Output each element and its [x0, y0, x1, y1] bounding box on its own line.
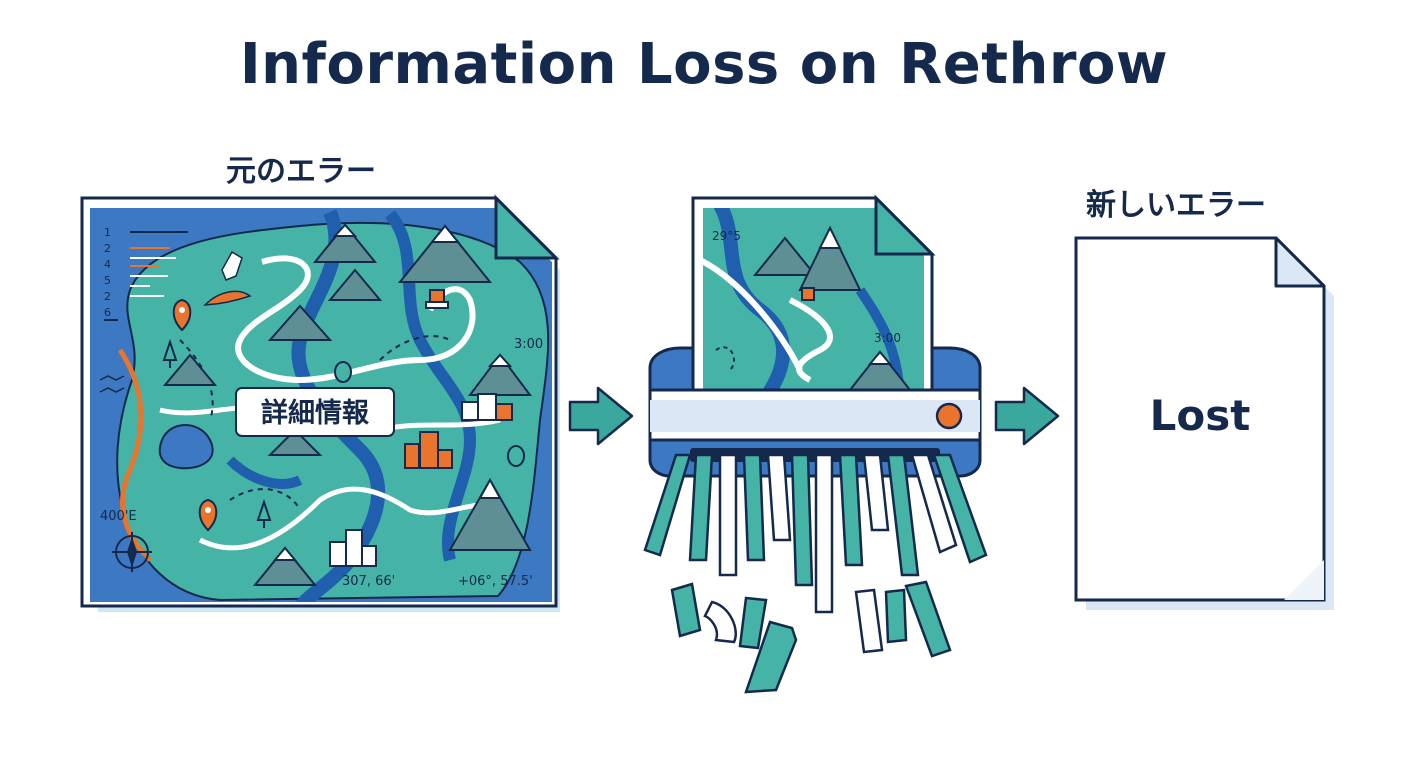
shredder-power-button-icon — [935, 402, 963, 430]
city-icons — [329, 393, 513, 567]
map-coordinate-annotation: 307, 66' — [342, 574, 395, 589]
line-number: 6 — [104, 306, 111, 319]
line-number: 4 — [104, 258, 111, 271]
original-error-label: 元のエラー — [226, 154, 376, 189]
blank-document-icon: Lost — [1074, 236, 1334, 610]
details-badge: 詳細情報 — [235, 387, 395, 437]
river — [291, 209, 386, 602]
arrow-to-new-error-icon — [994, 386, 1060, 446]
lost-text: Lost — [1150, 391, 1251, 440]
line-number: 2 — [104, 290, 111, 303]
compass-icon — [112, 532, 152, 572]
line-number: 1 — [104, 226, 111, 239]
line-number: 2 — [104, 242, 111, 255]
shredder-time-annotation: 3:00 — [874, 331, 901, 345]
details-badge-text: 詳細情報 — [261, 397, 370, 429]
bug-icons — [334, 361, 525, 467]
diagram-title: Information Loss on Rethrow — [239, 32, 1169, 97]
shredded-strips — [643, 453, 988, 694]
line-number: 5 — [104, 274, 111, 287]
map-time-annotation: 3:00 — [514, 337, 543, 352]
new-error-label: 新しいエラー — [1086, 188, 1266, 223]
shredder-corner-annotation: 29°5 — [712, 229, 741, 243]
location-pin-icons — [172, 298, 218, 532]
shredder-icon: 29°5 3:00 — [648, 194, 982, 478]
line-number-legend: 1 2 4 5 2 6 — [104, 226, 188, 321]
original-error-map: 1 2 4 5 2 6 — [80, 194, 560, 612]
castle-icon — [425, 289, 449, 309]
arrow-to-shredder-icon — [568, 386, 634, 446]
map-longitude-annotation: 400'E — [100, 509, 137, 524]
mountain-icons — [162, 223, 532, 586]
map-coordinate-annotation: +06°, 57.5' — [458, 574, 533, 589]
